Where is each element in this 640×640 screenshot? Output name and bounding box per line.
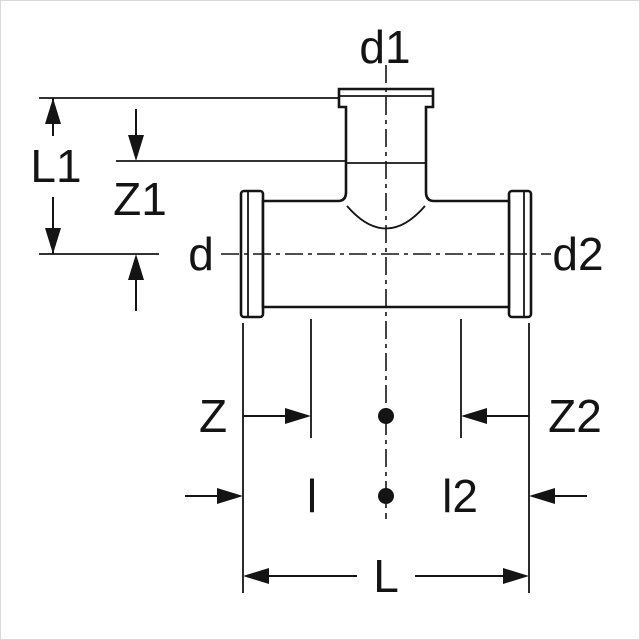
dimension-L bbox=[243, 568, 529, 584]
center-point-lower bbox=[378, 488, 394, 504]
arrowhead-l2-left bbox=[529, 488, 555, 504]
arrowhead-Z1-up bbox=[128, 254, 144, 280]
dimension-labels: d1 L1 Z1 d d2 Z Z2 l l2 L bbox=[30, 21, 603, 602]
arrowhead-l-right bbox=[217, 488, 243, 504]
label-d: d bbox=[188, 228, 214, 280]
dimension-L1 bbox=[45, 98, 61, 254]
label-l2: l2 bbox=[442, 470, 478, 522]
label-L1: L1 bbox=[30, 140, 81, 192]
dimension-Z1 bbox=[128, 109, 144, 311]
arrowhead-L-right bbox=[503, 568, 529, 584]
label-Z2: Z2 bbox=[548, 390, 602, 442]
label-d2: d2 bbox=[552, 228, 603, 280]
arrowhead-Z-right bbox=[285, 408, 311, 424]
arrowhead-L1-up bbox=[45, 98, 61, 124]
arrowhead-Z1-down bbox=[128, 135, 144, 161]
label-Z: Z bbox=[199, 390, 227, 442]
centerlines bbox=[221, 65, 551, 519]
dimension-l-l2 bbox=[185, 488, 587, 504]
arrowhead-L-left bbox=[243, 568, 269, 584]
label-L: L bbox=[373, 550, 399, 602]
reference-lines bbox=[39, 97, 530, 593]
arrowhead-L1-down bbox=[45, 228, 61, 254]
label-Z1: Z1 bbox=[113, 173, 167, 225]
label-l: l bbox=[307, 470, 317, 522]
arrowhead-Z2-left bbox=[461, 408, 487, 424]
label-d1: d1 bbox=[359, 21, 410, 73]
center-point-upper bbox=[378, 408, 394, 424]
dimension-Z-Z2 bbox=[243, 408, 529, 424]
